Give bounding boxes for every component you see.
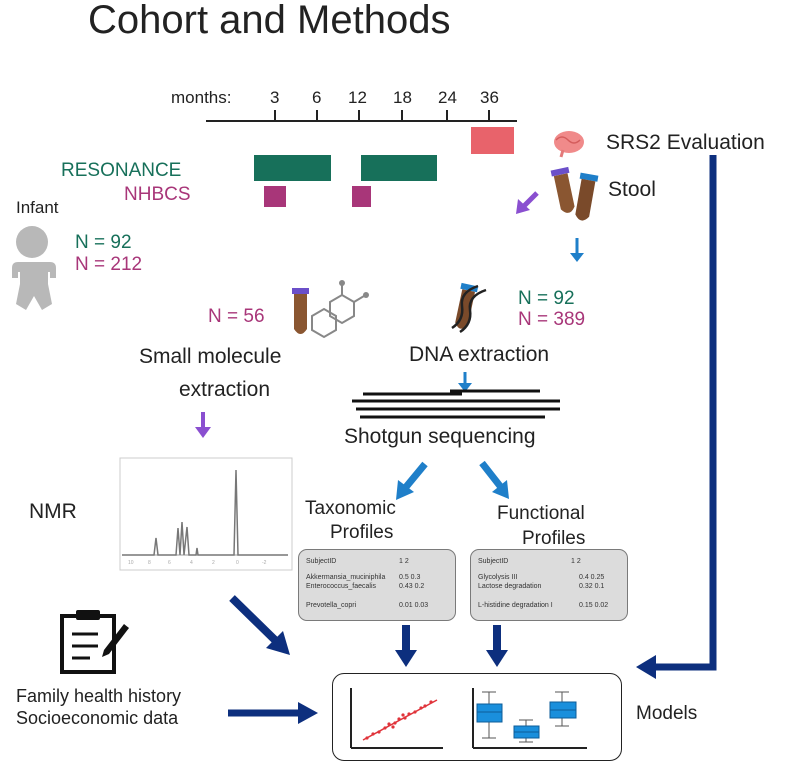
infant-icon xyxy=(12,226,56,310)
stool-tubes-icon xyxy=(550,166,599,221)
timeline-tick-label: 24 xyxy=(438,88,457,107)
dna-tube-icon xyxy=(451,282,487,334)
resonance-bar-early xyxy=(254,155,331,181)
timeline-tick-label: 6 xyxy=(312,88,322,107)
nmr-label: NMR xyxy=(29,500,77,523)
table-row-values: 0.32 0.1 xyxy=(579,583,605,590)
svg-text:-2: -2 xyxy=(262,560,267,566)
svg-text:0: 0 xyxy=(236,560,239,566)
timeline-tick-label: 3 xyxy=(270,88,280,107)
arrow-to-taxonomic xyxy=(403,461,428,490)
functional-profiles-title-line2: Profiles xyxy=(522,528,586,549)
svg-text:10: 10 xyxy=(128,560,134,566)
table-row-values: 0.15 0.02 xyxy=(579,602,609,609)
timeline-prefix: months: xyxy=(171,88,232,107)
infant-label: Infant xyxy=(16,198,59,217)
models-label: Models xyxy=(636,703,698,724)
table-row-values: 0.43 0.2 xyxy=(399,583,425,590)
svg-text:6: 6 xyxy=(168,560,171,566)
table-row-name: Akkermansia_muciniphila xyxy=(306,574,386,581)
small-molecule-icon xyxy=(292,280,369,339)
infant-n-resonance: N = 92 xyxy=(75,232,132,253)
dna-n-nhbcs: N = 389 xyxy=(518,309,586,330)
taxonomic-profiles-title-line1: Taxonomic xyxy=(305,498,396,519)
table-row-values: 0.5 0.3 xyxy=(399,574,421,581)
arrow-nmr-to-models xyxy=(229,595,279,644)
stool-label: Stool xyxy=(608,178,656,201)
srs2-bar xyxy=(471,127,514,154)
resonance-label: RESONANCE xyxy=(61,160,182,181)
models-plots xyxy=(350,688,587,749)
table-header-id: SubjectID xyxy=(306,558,337,565)
nhbcs-label: NHBCS xyxy=(124,184,191,205)
models-box xyxy=(332,673,622,761)
infant-n-nhbcs: N = 212 xyxy=(75,254,143,275)
box-plot-icon xyxy=(472,688,587,749)
nhbcs-bar-late xyxy=(352,186,371,207)
functional-profiles-title-line1: Functional xyxy=(497,503,585,524)
page-title: Cohort and Methods xyxy=(88,0,451,42)
svg-text:8: 8 xyxy=(148,560,151,566)
taxonomic-profiles-table: SubjectID 1 2 Akkermansia_muciniphila 0.… xyxy=(298,549,456,621)
small-molecule-n: N = 56 xyxy=(208,306,265,327)
timeline-axis xyxy=(206,110,517,122)
family-health-history-label: Family health history xyxy=(16,686,182,706)
timeline-tick-label: 36 xyxy=(480,88,499,107)
table-row-values: 0.4 0.25 xyxy=(579,574,605,581)
svg-text:4: 4 xyxy=(190,560,193,566)
functional-profiles-table: SubjectID 1 2 Glycolysis III 0.4 0.25 La… xyxy=(470,549,628,621)
shotgun-sequencing-label: Shotgun sequencing xyxy=(344,425,536,448)
table-row-name: Lactose degradation xyxy=(478,583,542,590)
timeline-tick-label: 18 xyxy=(393,88,412,107)
small-molecule-label-line1: Small molecule xyxy=(139,345,282,368)
arrow-to-functional xyxy=(479,460,503,489)
table-row-values: 0.01 0.03 xyxy=(399,602,429,609)
nhbcs-bar-early xyxy=(264,186,286,207)
timeline-tick-label: 12 xyxy=(348,88,367,107)
nmr-spectrum: 10 8 6 4 2 0 -2 xyxy=(119,457,293,571)
taxonomic-profiles-title-line2: Profiles xyxy=(330,522,394,543)
table-header-cols: 1 2 xyxy=(571,558,581,565)
small-molecule-label-line2: extraction xyxy=(179,378,271,401)
table-row-name: Glycolysis III xyxy=(478,574,518,581)
scatter-plot-icon xyxy=(350,688,443,749)
table-header-id: SubjectID xyxy=(478,558,509,565)
clipboard-icon xyxy=(60,610,129,674)
dna-extraction-label: DNA extraction xyxy=(409,343,550,366)
table-header-cols: 1 2 xyxy=(399,558,409,565)
purple-arrow-stool xyxy=(521,191,539,209)
table-row-name: Enterococcus_faecalis xyxy=(306,583,377,590)
resonance-bar-late xyxy=(361,155,437,181)
svg-text:2: 2 xyxy=(212,560,215,566)
brain-icon xyxy=(554,131,584,158)
table-row-name: L-histidine degradation I xyxy=(478,602,553,609)
dna-n-resonance: N = 92 xyxy=(518,288,575,309)
table-row-name: Prevotella_copri xyxy=(306,602,357,609)
sequencing-reads-icon xyxy=(352,389,560,419)
socioeconomic-data-label: Socioeconomic data xyxy=(16,708,179,728)
arrow-srs2-to-models xyxy=(652,155,717,671)
srs2-label: SRS2 Evaluation xyxy=(606,131,765,154)
